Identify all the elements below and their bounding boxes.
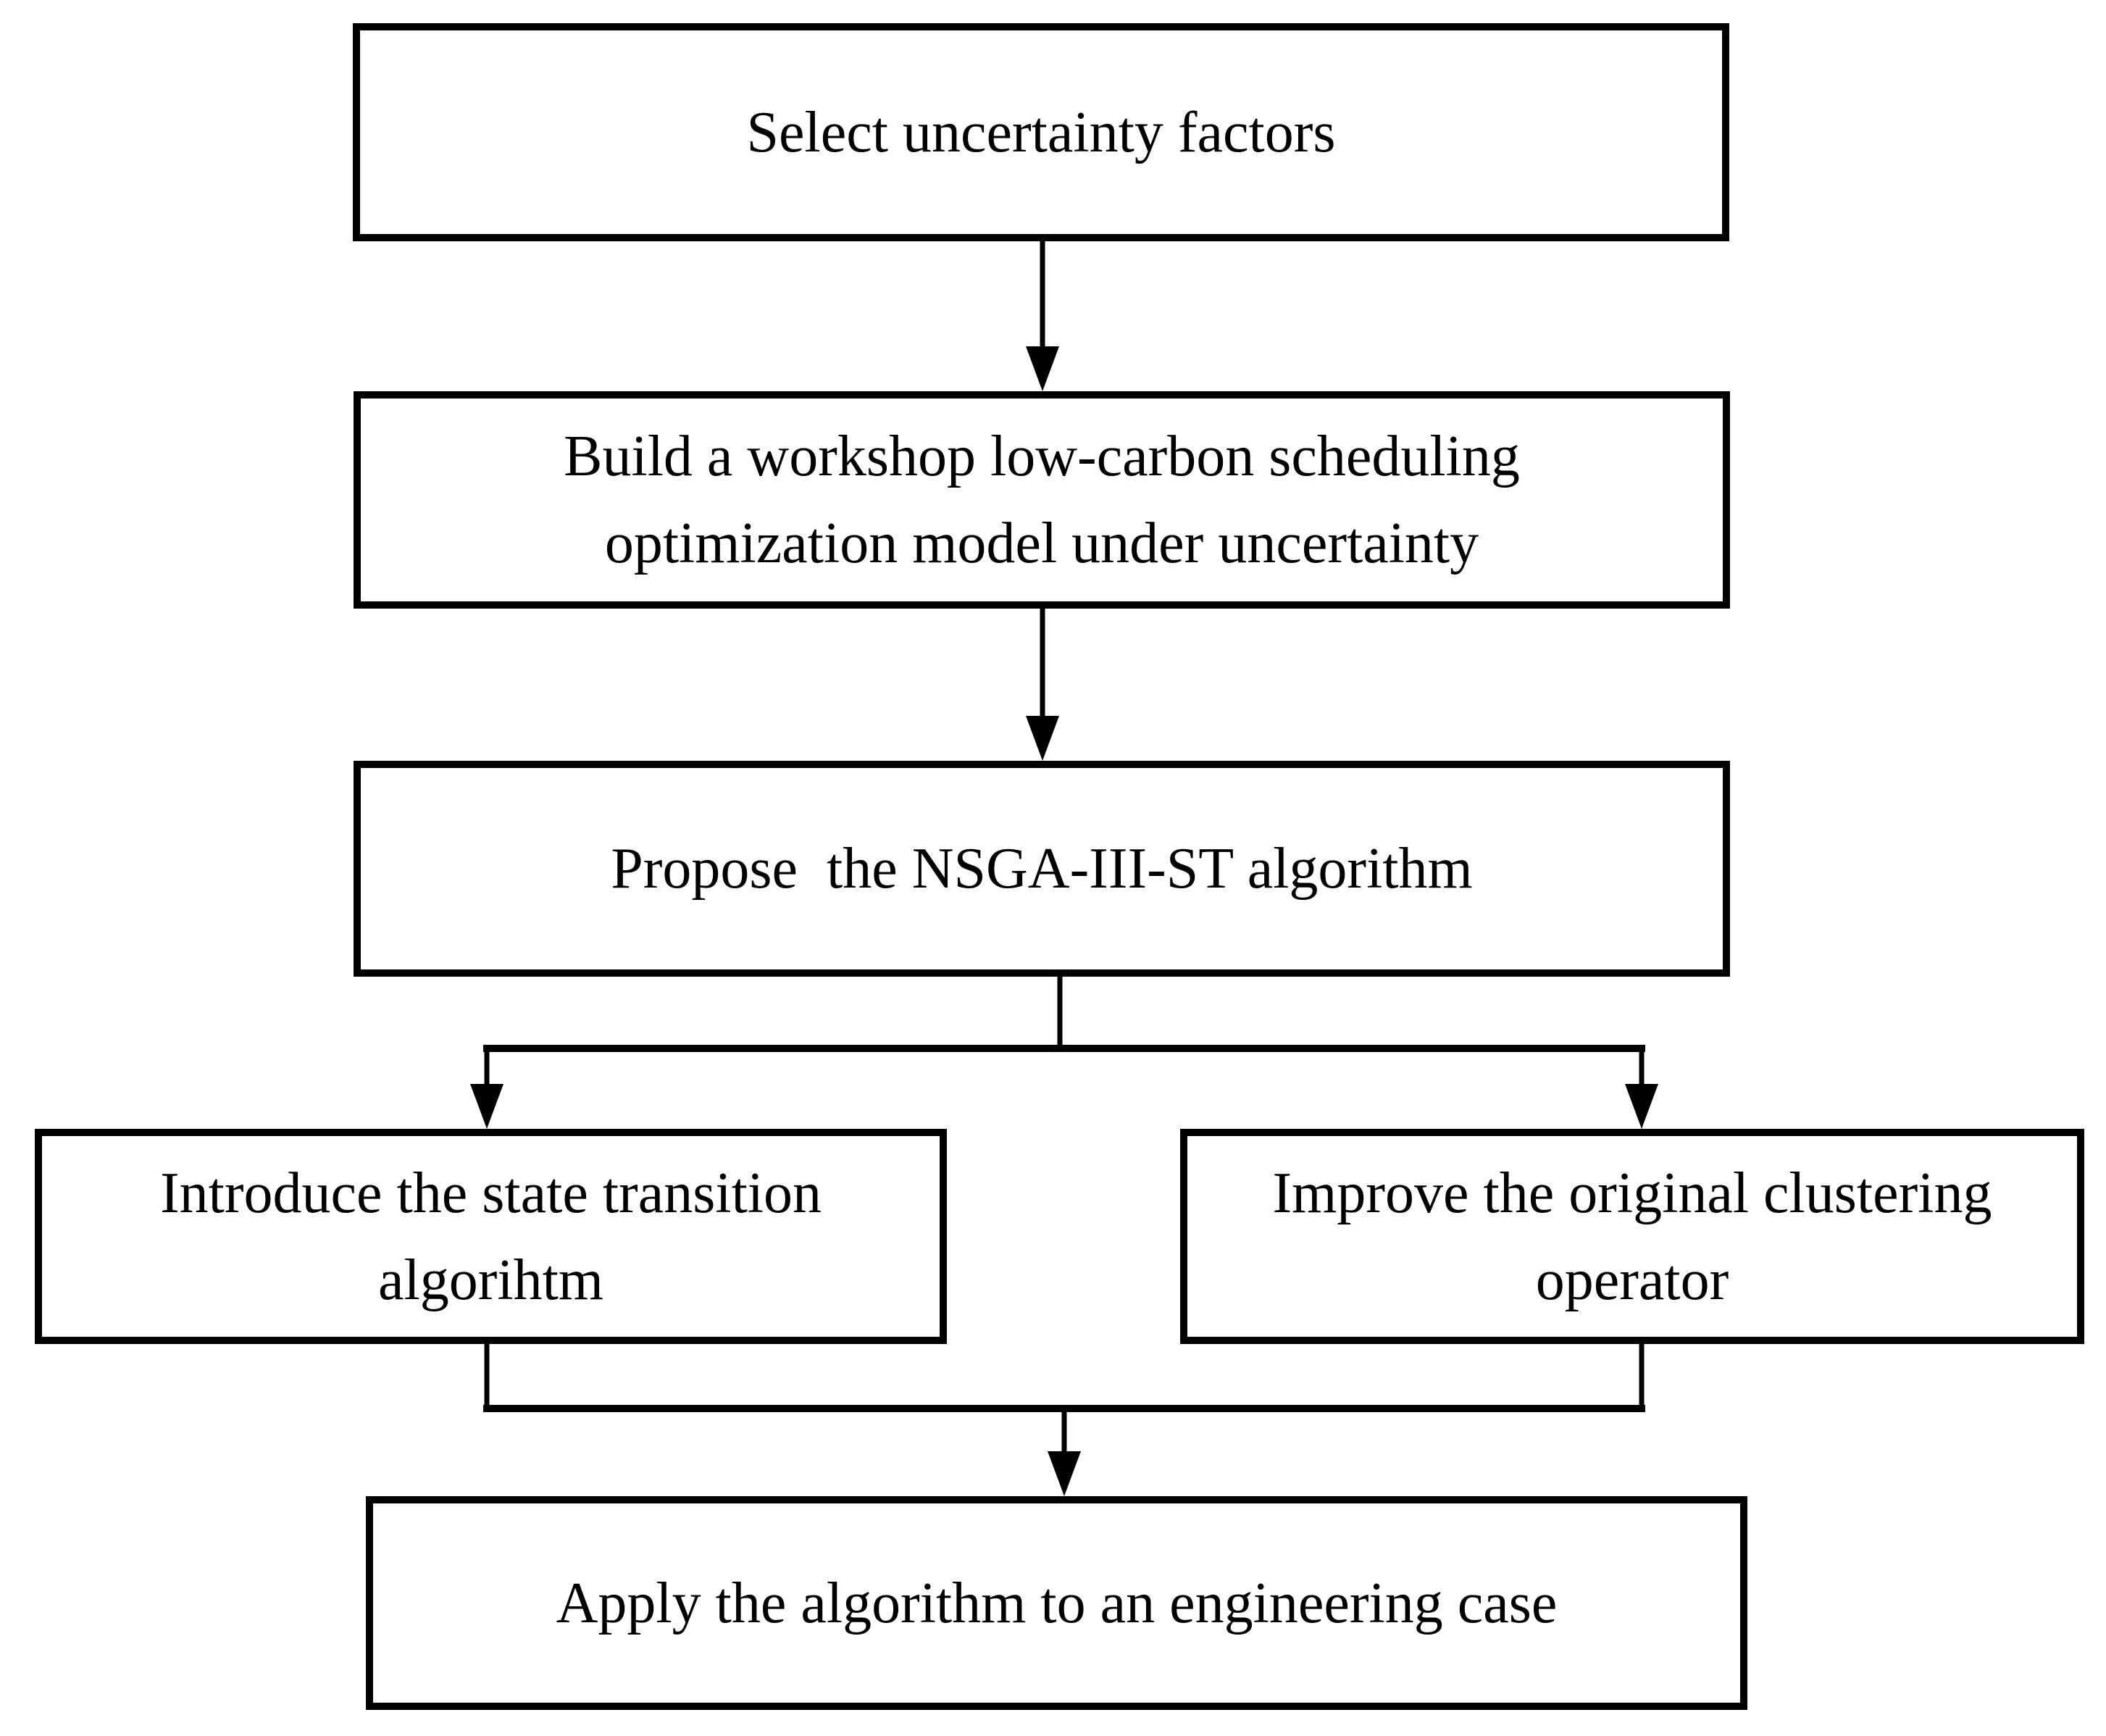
node-improve-clustering-operator-label: Improve the original clustering operator: [1272, 1161, 1992, 1312]
node-improve-clustering-operator: Improve the original clustering operator: [1180, 1129, 2084, 1344]
node-build-model: Build a workshop low-carbon scheduling o…: [354, 391, 1730, 609]
node-introduce-state-transition: Introduce the state transition algorihtm: [35, 1129, 947, 1344]
merge-connector-branches-to-apply: [483, 1344, 1645, 1496]
node-propose-algorithm-label: Propose the NSGA-III-ST algorithm: [611, 837, 1473, 901]
split-connector-propose-to-branches: [470, 977, 1658, 1129]
arrow-build-to-propose: [1026, 609, 1059, 761]
node-propose-algorithm: Propose the NSGA-III-ST algorithm: [354, 761, 1730, 977]
arrow-select-to-build: [1026, 241, 1059, 391]
node-apply-engineering-case: Apply the algorithm to an engineering ca…: [366, 1496, 1747, 1710]
node-select-uncertainty-factors-label: Select uncertainty factors: [746, 100, 1336, 164]
node-select-uncertainty-factors: Select uncertainty factors: [353, 23, 1729, 241]
node-introduce-state-transition-label: Introduce the state transition algorihtm: [159, 1161, 822, 1312]
node-build-model-label: Build a workshop low-carbon scheduling o…: [564, 425, 1520, 575]
node-apply-engineering-case-label: Apply the algorithm to an engineering ca…: [556, 1571, 1558, 1635]
